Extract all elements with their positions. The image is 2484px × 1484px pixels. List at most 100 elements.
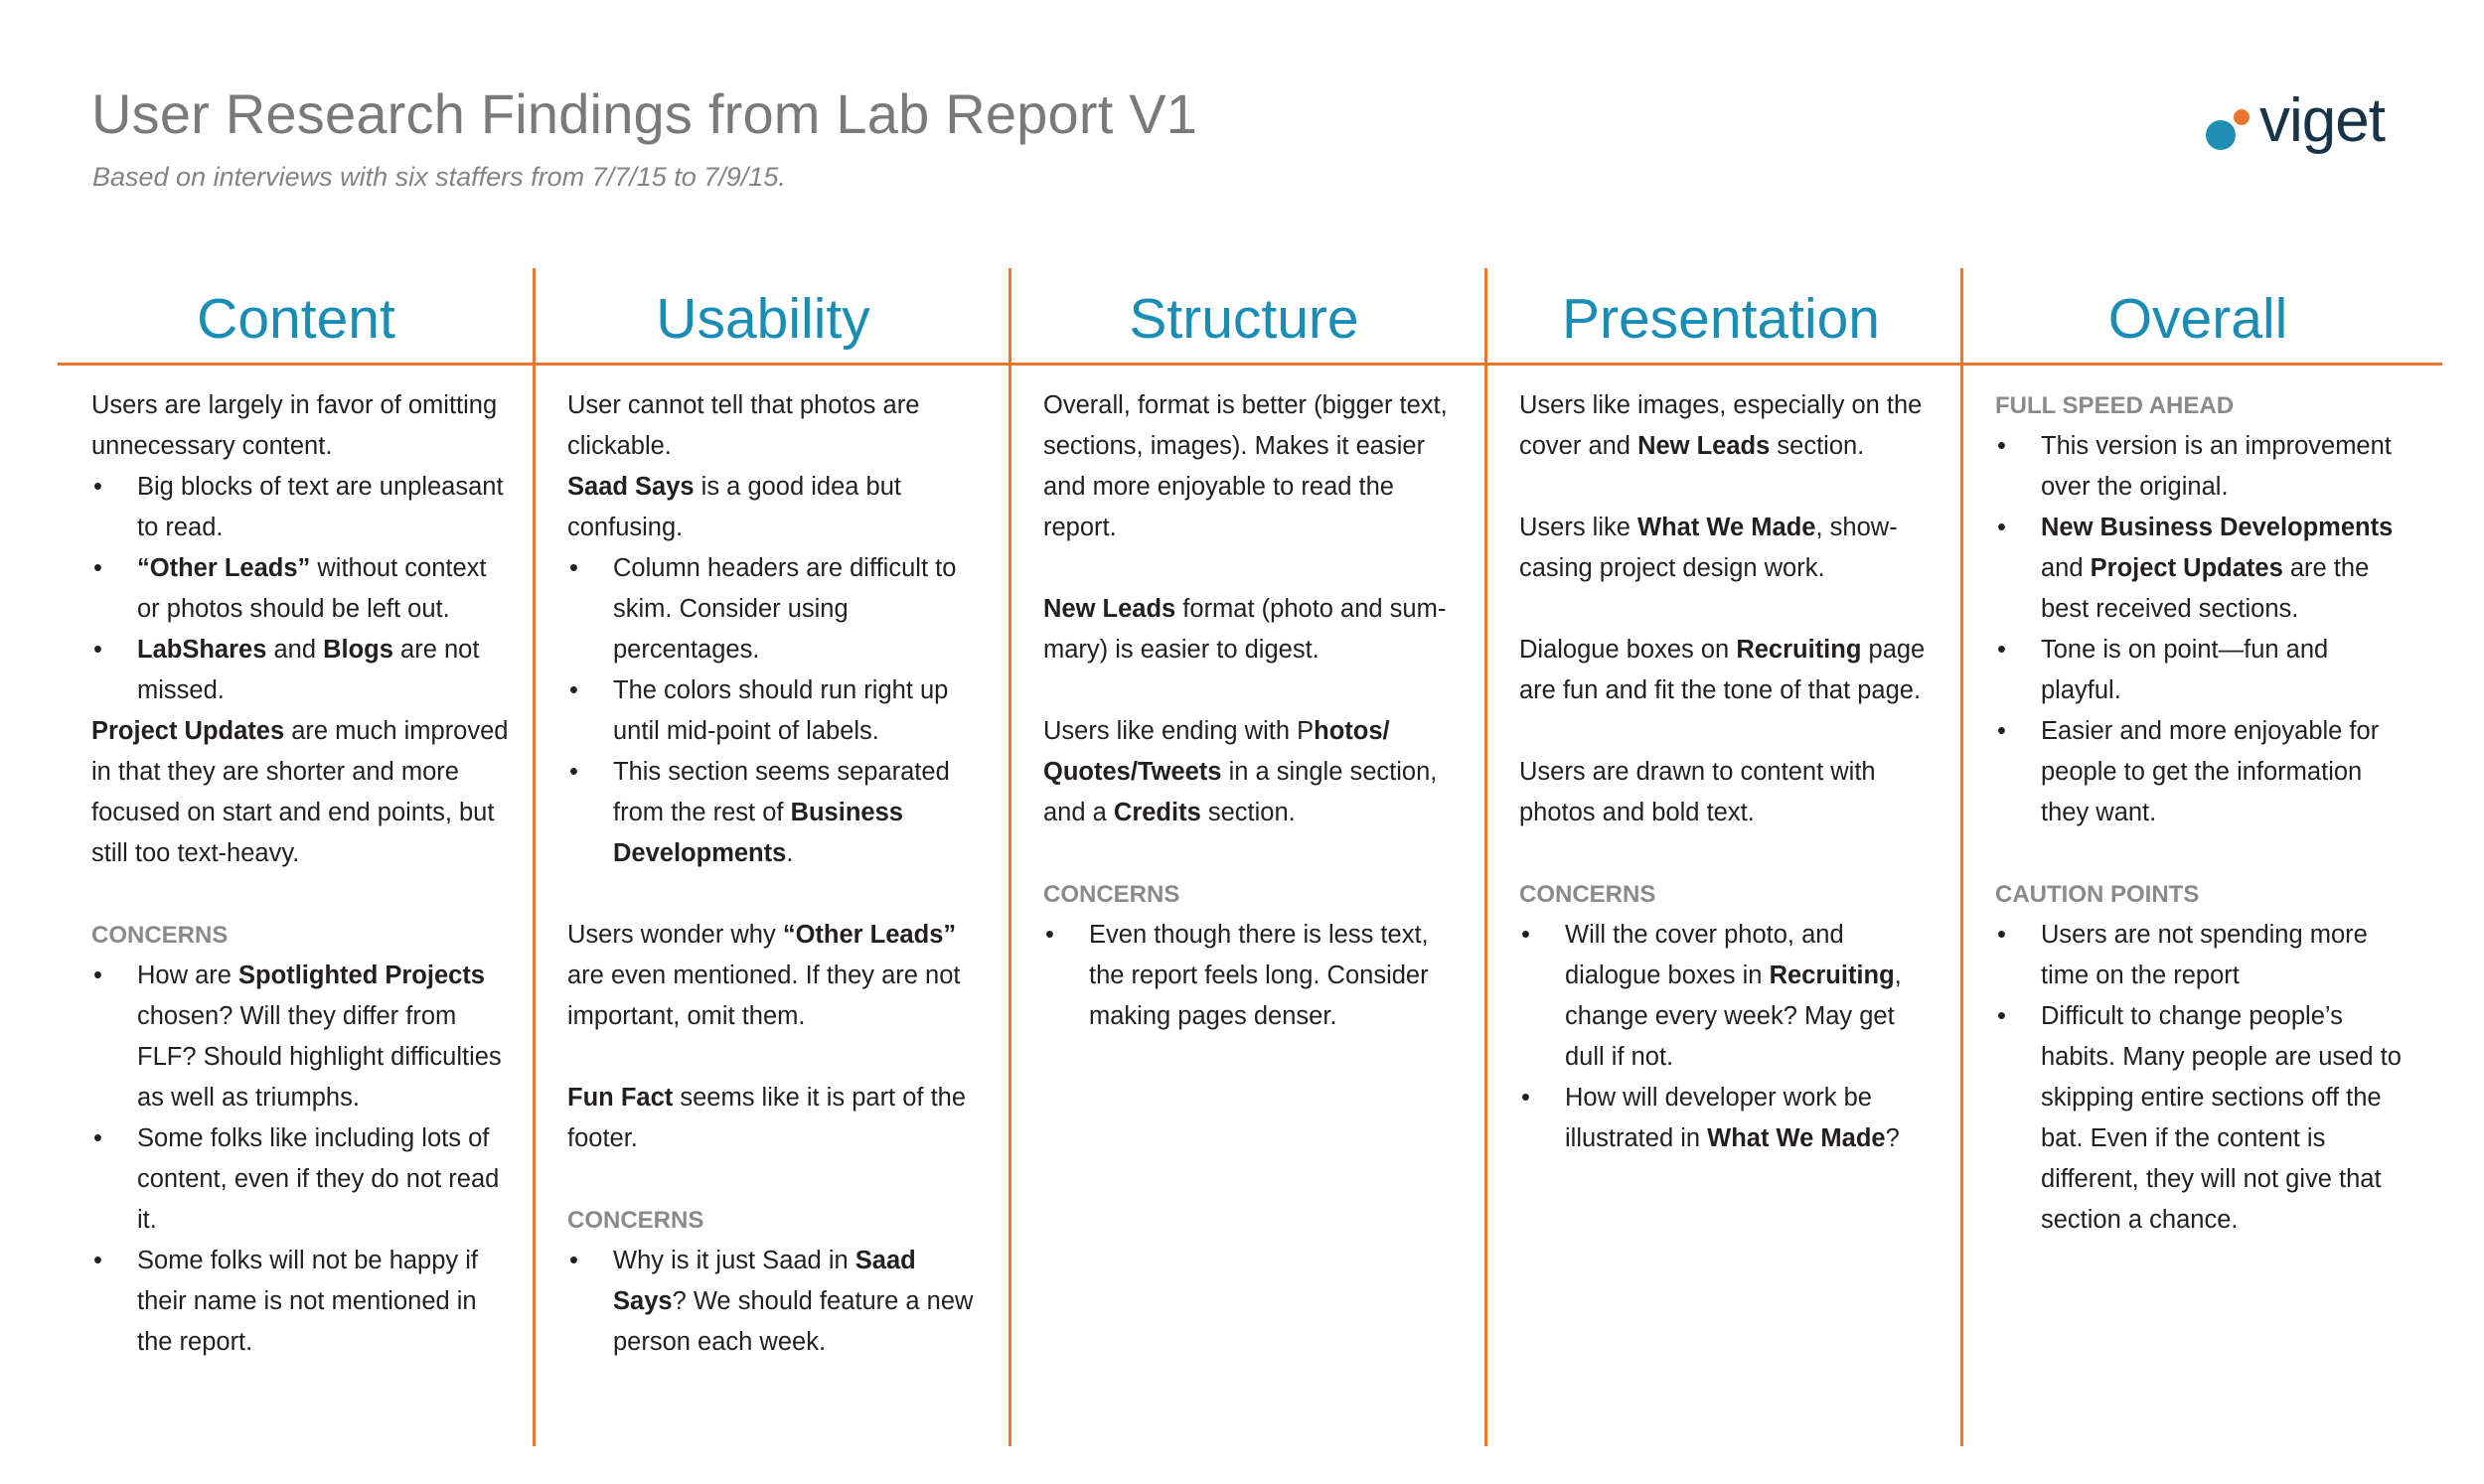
bold-term: Blogs (323, 636, 393, 664)
text-run: Users like images, especially on the cov… (1519, 391, 1923, 460)
section-label: CONCERNS (91, 922, 229, 949)
finding-paragraph: Users wonder why “Other Leads” are even … (567, 915, 985, 1037)
text-run: are even mentioned. If they are not impo… (567, 962, 961, 1030)
text-run: are the best received sections. (2041, 554, 2370, 623)
bullet-item: Easier and more enjoyable for people to … (1995, 711, 2412, 833)
text-run: section. (1770, 432, 1865, 460)
column-divider (533, 268, 536, 1446)
finding-paragraph: Users like images, especially on the cov… (1519, 385, 1937, 467)
finding-paragraph: Users like What We Made, show-casing pro… (1519, 508, 1937, 589)
bold-term: Project Updates (2090, 554, 2283, 582)
bullet-item: The colors should run right up until mid… (567, 670, 985, 752)
bullet-list: Big blocks of text are unpleasant to rea… (91, 467, 509, 711)
bold-term: Saad Says (567, 473, 695, 501)
text-run: in a single section, and a (1043, 758, 1438, 826)
bullet-item: LabShares and Blogs are not missed. (91, 630, 509, 711)
bold-term: LabShares (137, 636, 267, 664)
bold-term: New Leads (1043, 595, 1176, 623)
text-run: The colors should run right up until mid… (613, 676, 949, 745)
text-run: seems like it is part of the footer. (567, 1084, 967, 1152)
text-run: , change every week? May get dull if not… (1565, 962, 1902, 1071)
bold-term: “Other Leads” (137, 554, 311, 582)
bullet-item: New Business Developments and Project Up… (1995, 508, 2412, 630)
text-run: ? (1885, 1124, 1900, 1152)
bullet-item: Column headers are difficult to skim. Co… (567, 548, 985, 670)
bullet-item: Why is it just Saad in Saad Says? We sho… (567, 1241, 985, 1363)
bold-term: hotos/ Quotes/Tweets (1043, 717, 1390, 786)
text-run: This section seems separated from the re… (613, 758, 950, 826)
column-divider (1009, 268, 1011, 1446)
text-run: page are fun and fit the tone of that pa… (1519, 636, 1926, 704)
bold-term: New Leads (1637, 432, 1771, 460)
finding-paragraph: Saad Says is a good idea but confusing. (567, 467, 985, 548)
bullet-item: Users are not spending more time on the … (1995, 915, 2412, 996)
text-run: Overall, format is better (bigger text, … (1043, 391, 1448, 541)
bullet-list: Column headers are difficult to skim. Co… (567, 548, 985, 874)
column-structure-body: Overall, format is better (bigger text, … (1043, 385, 1461, 1078)
finding-paragraph: Project Updates are much improved in tha… (91, 711, 509, 874)
bold-term: Fun Fact (567, 1084, 674, 1112)
text-run: Users are not spending more time on the … (2041, 921, 2368, 989)
text-run: section. (1200, 799, 1296, 826)
page-subtitle: Based on interviews with six staffers fr… (92, 162, 786, 192)
text-run: Difficult to change people’s habits. Man… (2041, 1002, 2402, 1234)
bold-term: New Business Developments (2041, 514, 2394, 541)
bullet-list: Users are not spending more time on the … (1995, 915, 2412, 1241)
finding-paragraph: New Leads format (photo and sum-mary) is… (1043, 589, 1461, 670)
text-run: format (photo and sum-mary) is easier to… (1043, 595, 1447, 664)
text-run: without context or photos should be left… (137, 554, 487, 623)
text-run: Users are largely in favor of omitting u… (91, 391, 498, 460)
header-divider (58, 363, 2442, 366)
bullet-item: Will the cover photo, and dialogue boxes… (1519, 915, 1937, 1078)
text-run: How will developer work be illustrated i… (1565, 1084, 1872, 1152)
text-run: is a good idea but confusing. (567, 473, 902, 541)
text-run: and (266, 636, 324, 664)
bold-term: “Other Leads” (782, 921, 957, 949)
bold-term: Project Updates (91, 717, 285, 745)
bullet-list: Even though there is less text, the repo… (1043, 915, 1461, 1037)
text-run: Some folks like including lots of conten… (137, 1124, 500, 1234)
bold-term: Recruiting (1769, 962, 1895, 989)
bullet-item: Difficult to change people’s habits. Man… (1995, 996, 2412, 1241)
column-heading-usability: Usability (656, 287, 870, 351)
finding-paragraph: Users are largely in favor of omitting u… (91, 385, 509, 467)
text-run: . (786, 839, 794, 867)
section-label: CONCERNS (1519, 881, 1656, 908)
column-usability-body: User cannot tell that photos are clickab… (567, 385, 985, 1404)
column-content-body: Users are largely in favor of omitting u… (91, 385, 509, 1404)
text-run: Users are drawn to content with photos a… (1519, 758, 1876, 826)
text-run: Tone is on point—fun and playful. (2041, 636, 2329, 704)
bullet-item: Some folks like including lots of conten… (91, 1118, 509, 1241)
text-run: Dialogue boxes on (1519, 636, 1737, 664)
text-run: chosen? Will they differ from FLF? Shoul… (137, 1002, 502, 1112)
text-run: and (2041, 554, 2091, 582)
bullet-item: “Other Leads” without context or photos … (91, 548, 509, 630)
bullet-list: Why is it just Saad in Saad Says? We sho… (567, 1241, 985, 1363)
text-run: Users like ending with P (1043, 717, 1315, 745)
bullet-item: Even though there is less text, the repo… (1043, 915, 1461, 1037)
text-run: This version is an improvement over the … (2041, 432, 2392, 501)
bold-term: What We Made (1707, 1124, 1886, 1152)
text-run: , show-casing project design work. (1519, 514, 1898, 582)
bullet-list: This version is an improvement over the … (1995, 426, 2412, 833)
text-run: Column headers are difficult to skim. Co… (613, 554, 957, 664)
text-run: Big blocks of text are unpleasant to rea… (137, 473, 504, 541)
text-run: Some folks will not be happy if their na… (137, 1247, 479, 1356)
section-label: FULL SPEED AHEAD (1995, 392, 2235, 419)
text-run: User cannot tell that photos are clickab… (567, 391, 920, 460)
text-run: Users like (1519, 514, 1638, 541)
finding-paragraph: Users are drawn to content with photos a… (1519, 752, 1937, 833)
text-run: Will the cover photo, and dialogue boxes… (1565, 921, 1844, 989)
bullet-item: Some folks will not be happy if their na… (91, 1241, 509, 1363)
section-label: CONCERNS (1043, 881, 1180, 908)
column-overall-body: FULL SPEED AHEAD This version is an impro… (1995, 385, 2412, 1281)
finding-paragraph: Overall, format is better (bigger text, … (1043, 385, 1461, 548)
text-run: are much improved in that they are short… (91, 717, 509, 867)
finding-paragraph: Fun Fact seems like it is part of the fo… (567, 1078, 985, 1159)
text-run: How are (137, 962, 239, 989)
column-presentation-body: Users like images, especially on the cov… (1519, 385, 1937, 1200)
bold-term: Spotlighted Projects (238, 962, 485, 989)
text-run: Users wonder why (567, 921, 783, 949)
text-run: Why is it just Saad in (613, 1247, 855, 1274)
column-heading-structure: Structure (1129, 287, 1359, 351)
